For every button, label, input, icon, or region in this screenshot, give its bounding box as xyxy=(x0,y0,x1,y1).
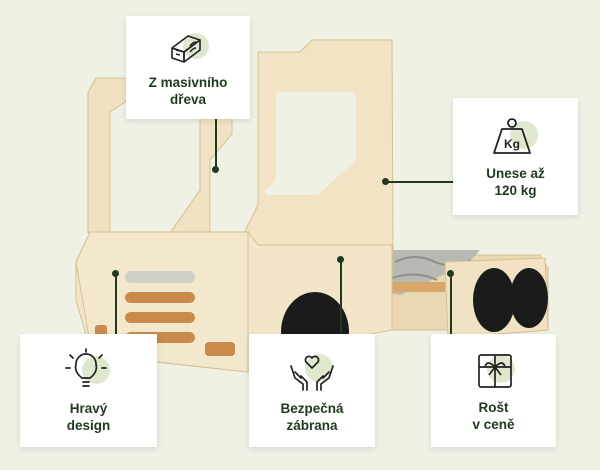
feature-label-design: Hravý design xyxy=(66,400,111,433)
feature-label-solid-wood: Z masivního dřeva xyxy=(148,74,228,107)
feature-card-slatted-base: Rošt v ceně xyxy=(431,334,556,447)
lightbulb-icon xyxy=(64,347,110,387)
weight-kg-icon: Kg xyxy=(492,117,538,154)
feature-card-design: Hravý design xyxy=(20,334,157,447)
cab-frame xyxy=(242,39,394,256)
pin-line-safety xyxy=(340,260,342,350)
pin-dot-weight xyxy=(382,178,389,185)
pin-dot-solid-wood xyxy=(212,166,219,173)
feature-card-safety: Bezpečná zábrana xyxy=(249,334,375,447)
pin-dot-design xyxy=(112,270,119,277)
weight-icon-text: Kg xyxy=(504,137,520,151)
hands-heart-icon xyxy=(290,353,334,391)
wood-plank-icon xyxy=(171,32,209,63)
pin-dot-slatted-base xyxy=(447,270,454,277)
pin-line-slatted-base xyxy=(450,274,452,342)
feature-label-slatted-base: Rošt v ceně xyxy=(472,399,515,432)
feature-label-weight: Unese až 120 kg xyxy=(486,165,545,198)
pin-dot-safety xyxy=(337,256,344,263)
pin-line-design xyxy=(115,274,117,336)
feature-label-safety: Bezpečná zábrana xyxy=(280,400,344,433)
rear-wheels xyxy=(473,268,548,332)
feature-card-solid-wood: Z masivního dřeva xyxy=(126,16,250,119)
feature-card-weight: Kg Unese až 120 kg xyxy=(453,98,578,215)
gift-box-icon xyxy=(477,353,515,388)
pin-line-weight xyxy=(386,181,474,183)
pin-line-solid-wood xyxy=(215,118,217,170)
